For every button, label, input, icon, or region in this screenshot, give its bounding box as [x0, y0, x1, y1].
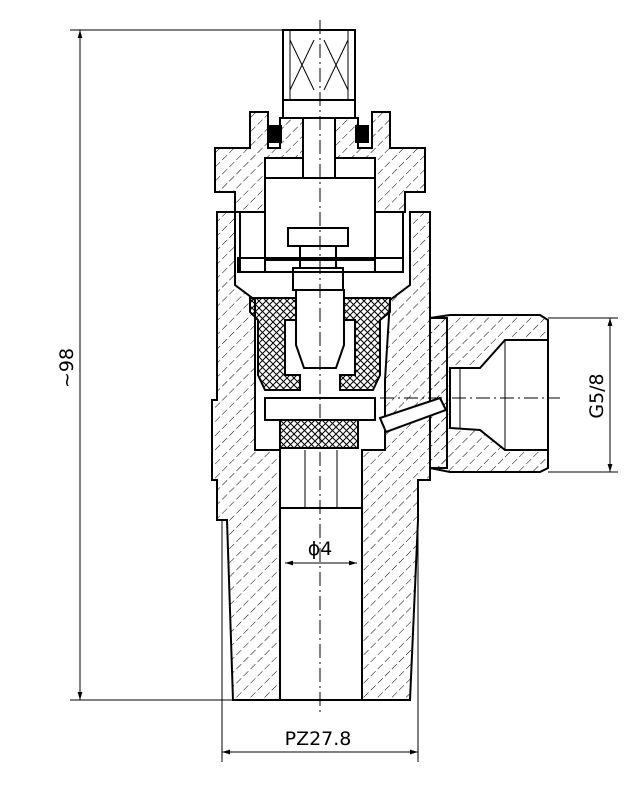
dimension-height: ~98 — [56, 29, 283, 701]
valve-stem — [295, 289, 345, 369]
inlet-thread-label: PZ27.8 — [285, 728, 352, 750]
o-ring-left — [268, 125, 282, 143]
spindle-drive — [282, 29, 356, 119]
o-ring-right — [355, 125, 369, 143]
outlet-thread-label: G5/8 — [586, 373, 608, 418]
dimension-outlet-thread: G5/8 — [548, 317, 618, 473]
seal-packing — [249, 297, 391, 391]
spindle-shaft — [302, 117, 336, 179]
valve-body — [211, 211, 549, 701]
inlet-bore — [279, 450, 363, 701]
dimension-inlet-thread: PZ27.8 — [221, 520, 419, 762]
bore-diameter-label: ϕ4 — [308, 538, 333, 560]
dimension-bore: ϕ4 — [285, 538, 357, 566]
height-dimension-label: ~98 — [56, 348, 78, 388]
